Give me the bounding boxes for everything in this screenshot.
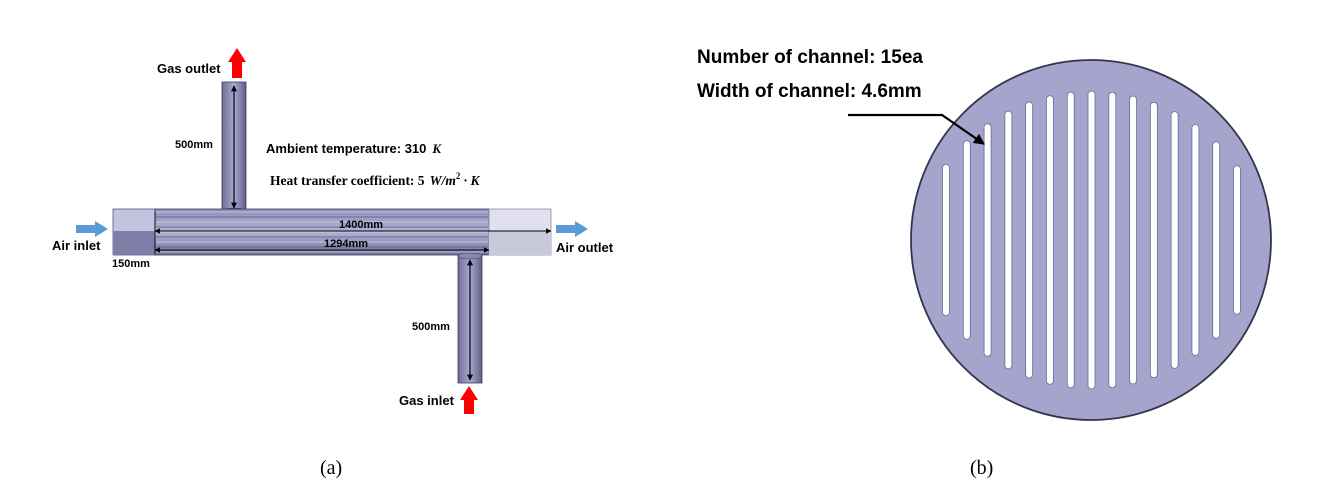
channel-slot bbox=[1004, 110, 1013, 370]
channel-slot bbox=[1170, 111, 1179, 369]
channel-slot bbox=[1129, 95, 1137, 385]
width-of-channel-label: Width of channel: 4.6mm bbox=[697, 81, 922, 102]
gas-inlet-arrow bbox=[460, 386, 478, 414]
panel-b: Number of channel: 15ea Width of channel… bbox=[697, 47, 1272, 479]
air-inlet-arrow bbox=[76, 221, 108, 237]
channel-slot bbox=[1087, 90, 1096, 390]
gas-inlet-label: Gas inlet bbox=[399, 393, 455, 408]
gas-outlet-label: Gas outlet bbox=[157, 61, 221, 76]
air-outlet-label: Air outlet bbox=[556, 240, 614, 255]
air-outlet-section-shade bbox=[489, 231, 551, 255]
channel-slot bbox=[1108, 91, 1117, 389]
gas-inlet-pipe-top bbox=[457, 252, 483, 260]
channel-slots bbox=[942, 90, 1241, 390]
number-of-channel-label: Number of channel: 15ea bbox=[697, 47, 923, 68]
channel-slot bbox=[1046, 95, 1054, 385]
channel-slot bbox=[1066, 91, 1075, 389]
dim-bottom-pipe-label: 500mm bbox=[412, 321, 450, 333]
channel-slot bbox=[983, 123, 992, 357]
dim-inner-label: 1294mm bbox=[324, 238, 368, 250]
ambient-temperature-label: Ambient temperature: 310 K bbox=[266, 141, 442, 156]
dim-end-label: 150mm bbox=[112, 258, 150, 270]
channel-slot bbox=[1149, 101, 1158, 379]
heat-transfer-unit: W/m bbox=[430, 173, 456, 188]
channel-slot bbox=[942, 163, 950, 317]
heat-transfer-unit-exponent: 2 bbox=[456, 171, 461, 181]
width-leader-line bbox=[848, 113, 985, 145]
panel-a: Gas outlet Gas inlet Air inlet Air outle… bbox=[52, 48, 614, 479]
heat-transfer-unit-rest: · K bbox=[460, 173, 480, 188]
channel-slot bbox=[1191, 123, 1200, 357]
air-inlet-label: Air inlet bbox=[52, 238, 101, 253]
dim-total-label: 1400mm bbox=[339, 219, 383, 231]
gas-outlet-arrow bbox=[228, 48, 246, 78]
heat-transfer-text: Heat transfer coefficient: 5 bbox=[270, 173, 425, 188]
air-inlet-section-shade bbox=[113, 231, 155, 255]
channel-slot bbox=[1025, 101, 1034, 379]
ambient-temperature-text: Ambient temperature: 310 bbox=[266, 141, 426, 156]
channel-slot bbox=[1233, 165, 1241, 315]
dim-top-pipe-label: 500mm bbox=[175, 139, 213, 151]
ambient-temperature-unit: K bbox=[431, 141, 442, 156]
heat-transfer-label: Heat transfer coefficient: 5 W/m2 · K bbox=[270, 171, 480, 188]
air-outlet-arrow bbox=[556, 221, 588, 237]
caption-a: (a) bbox=[320, 457, 342, 479]
channel-slot bbox=[962, 140, 971, 340]
channel-slot bbox=[1212, 141, 1221, 339]
caption-b: (b) bbox=[970, 457, 993, 479]
